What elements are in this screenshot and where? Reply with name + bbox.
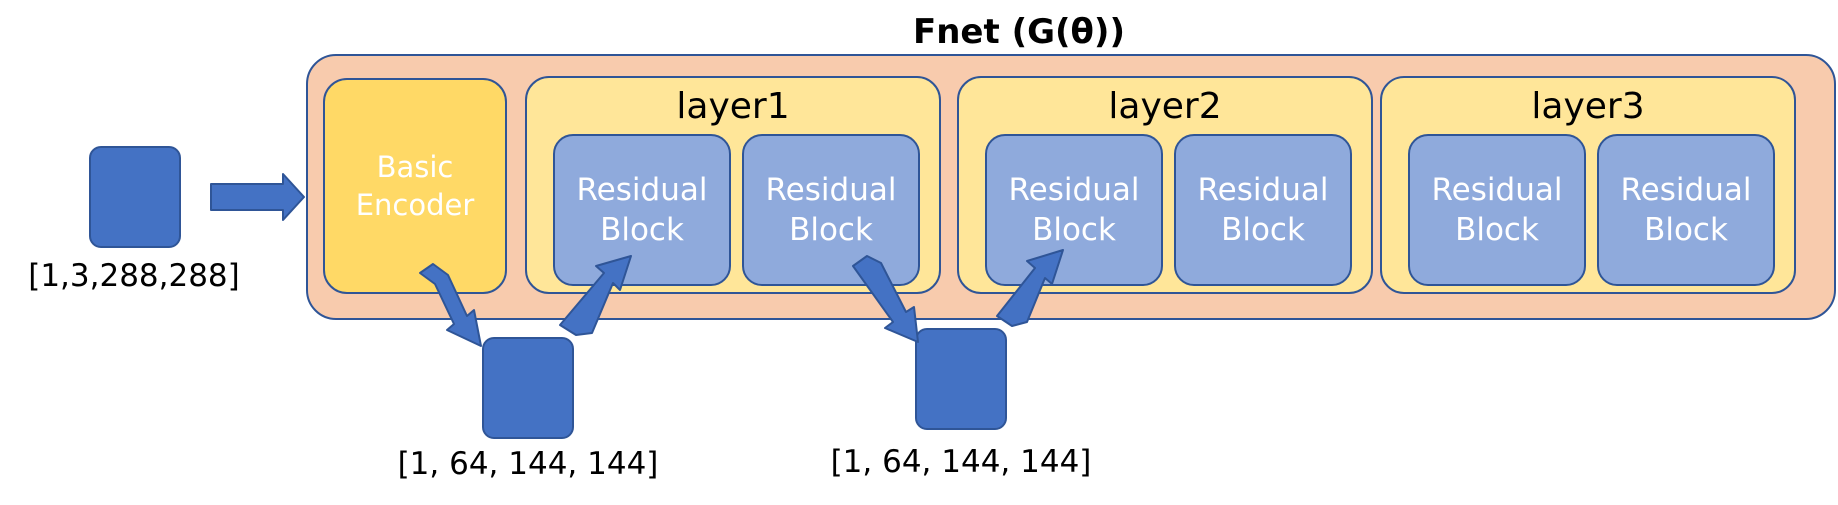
layer2-label: layer2: [1108, 86, 1222, 127]
block-label-line1: Residual: [1197, 172, 1329, 208]
block-label-line1: Residual: [1431, 172, 1563, 208]
layer2-residual-block-2: Residual Block: [1174, 134, 1352, 286]
block-label-line2: Block: [1221, 212, 1305, 248]
arrow-tensor1-to-layer1-block: [559, 255, 632, 336]
intermediate-tensor-2: [915, 328, 1007, 430]
arrow-input-to-encoder: [210, 173, 305, 221]
basic-encoder-block: Basic Encoder: [323, 78, 507, 294]
input-tensor: [89, 146, 181, 248]
layer3-label: layer3: [1531, 86, 1645, 127]
block-label-line1: Residual: [1008, 172, 1140, 208]
block-label-line1: Residual: [765, 172, 897, 208]
layer1-residual-block-1: Residual Block: [553, 134, 731, 286]
block-label-line1: Residual: [576, 172, 708, 208]
block-label-line1: Residual: [1620, 172, 1752, 208]
arrow-layer1-to-tensor2: [852, 255, 919, 343]
layer1-label: layer1: [676, 86, 790, 127]
block-label-line2: Block: [600, 212, 684, 248]
block-label-line2: Block: [1032, 212, 1116, 248]
layer1-container: layer1 Residual Block Residual Block: [525, 76, 941, 294]
layer2-container: layer2 Residual Block Residual Block: [957, 76, 1373, 294]
intermediate-tensor-1-label: [1, 64, 144, 144]: [397, 446, 659, 482]
intermediate-tensor-2-label: [1, 64, 144, 144]: [830, 444, 1092, 480]
block-label-line2: Block: [789, 212, 873, 248]
input-shape-label: [1,3,288,288]: [28, 258, 240, 294]
block-label-line2: Block: [1644, 212, 1728, 248]
layer1-residual-block-2: Residual Block: [742, 134, 920, 286]
block-label-line2: Block: [1455, 212, 1539, 248]
arrow-tensor2-to-layer2-block: [996, 249, 1064, 327]
layer3-container: layer3 Residual Block Residual Block: [1380, 76, 1796, 294]
layer2-residual-block-1: Residual Block: [985, 134, 1163, 286]
layer3-residual-block-1: Residual Block: [1408, 134, 1586, 286]
arrow-encoder-to-tensor1: [419, 263, 482, 347]
encoder-label-line2: Encoder: [355, 188, 475, 222]
encoder-label-line1: Basic: [376, 150, 454, 184]
intermediate-tensor-1: [482, 337, 574, 439]
diagram-title: Fnet (G(θ)): [912, 12, 1125, 52]
layer3-residual-block-2: Residual Block: [1597, 134, 1775, 286]
